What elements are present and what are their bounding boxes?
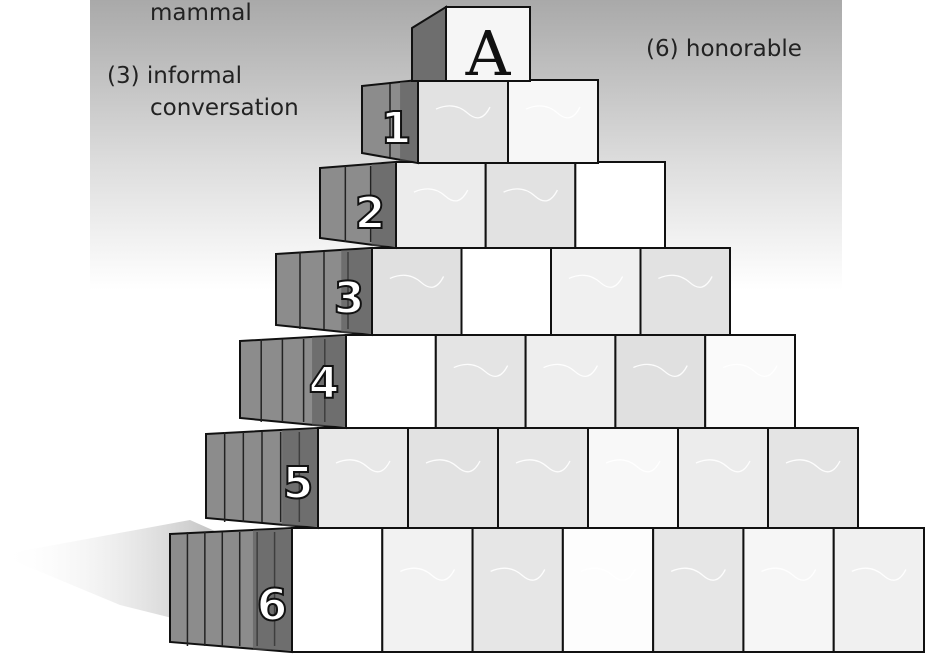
letter-cell[interactable]: [834, 528, 924, 652]
letter-cell[interactable]: [396, 162, 486, 248]
letter-cell[interactable]: [486, 162, 576, 248]
row-number-3: 3: [334, 273, 365, 324]
letter-cell[interactable]: [382, 528, 472, 652]
letter-cell[interactable]: [292, 528, 382, 652]
letter-cell[interactable]: [526, 335, 616, 428]
letter-cell[interactable]: [743, 528, 833, 652]
letter-cell[interactable]: [498, 428, 588, 528]
letter-cell[interactable]: [372, 248, 462, 335]
pyramid-row-6: 6: [170, 528, 924, 652]
letter-cell[interactable]: [641, 248, 731, 335]
row-number-6: 6: [257, 580, 288, 631]
letter-cell[interactable]: [551, 248, 641, 335]
letter-cell[interactable]: [346, 335, 436, 428]
clue-3-line2: conversation: [150, 95, 299, 122]
pyramid-row-2: 2: [320, 162, 665, 248]
letter-cell[interactable]: [615, 335, 705, 428]
letter-cell[interactable]: [473, 528, 563, 652]
letter-cell[interactable]: [678, 428, 768, 528]
letter-cell[interactable]: [318, 428, 408, 528]
letter-cell[interactable]: [436, 335, 526, 428]
letter-cell[interactable]: [768, 428, 858, 528]
letter-cell[interactable]: [408, 428, 498, 528]
clue-3-line1: (3) informal: [107, 63, 242, 90]
clue-2-partial: mammal: [150, 0, 252, 27]
pyramid-row-3: 3: [276, 248, 730, 335]
pyramid-row-5: 5: [206, 428, 858, 528]
clue-6: (6) honorable: [646, 36, 802, 63]
row-number-5: 5: [283, 458, 314, 509]
row-number-2: 2: [355, 188, 386, 239]
top-block: A: [412, 7, 530, 90]
pyramid-row-1: 1: [362, 80, 598, 163]
row-number-4: 4: [309, 358, 340, 409]
letter-cell[interactable]: [563, 528, 653, 652]
pyramid-row-4: 4: [240, 335, 795, 428]
letter-cell[interactable]: [508, 80, 598, 163]
letter-cell[interactable]: [653, 528, 743, 652]
row-number-1: 1: [381, 103, 412, 154]
letter-cell[interactable]: [705, 335, 795, 428]
letter-cell[interactable]: [588, 428, 678, 528]
letter-cell[interactable]: [575, 162, 665, 248]
letter-cell[interactable]: [418, 80, 508, 163]
top-letter: A: [465, 17, 512, 90]
letter-cell[interactable]: [462, 248, 552, 335]
